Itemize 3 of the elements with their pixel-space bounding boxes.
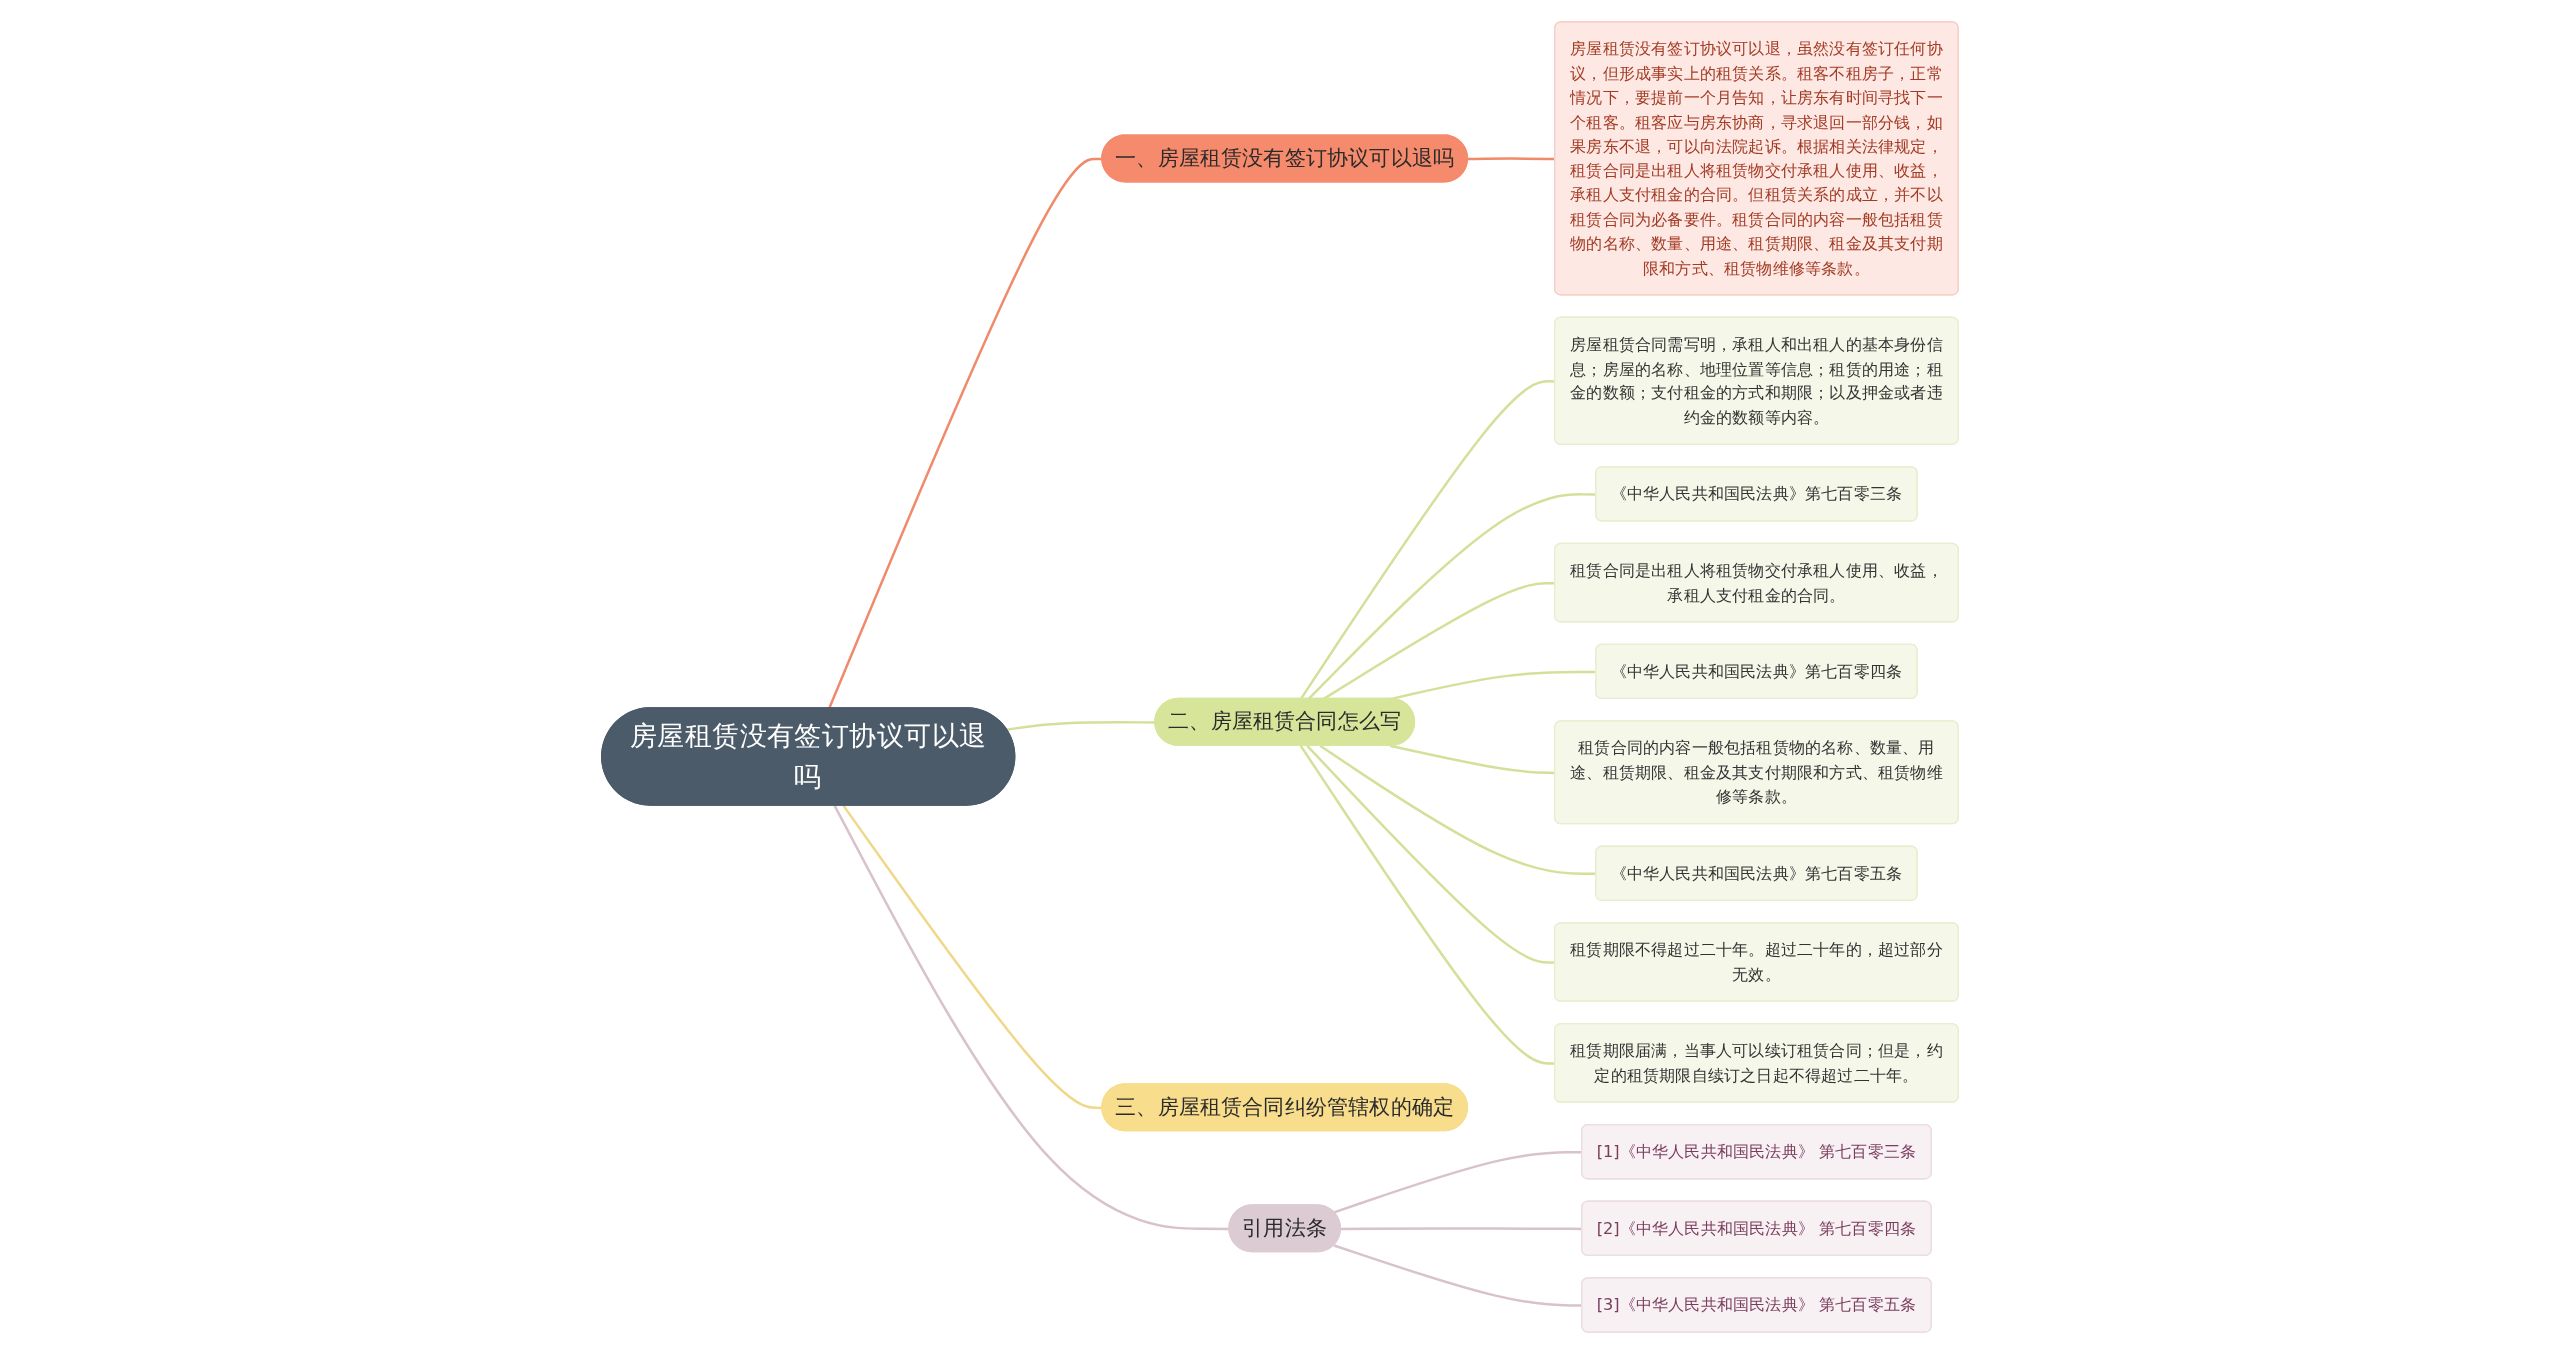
- connector: [828, 157, 1103, 709]
- connector: [833, 805, 1230, 1231]
- connector: [842, 804, 1103, 1110]
